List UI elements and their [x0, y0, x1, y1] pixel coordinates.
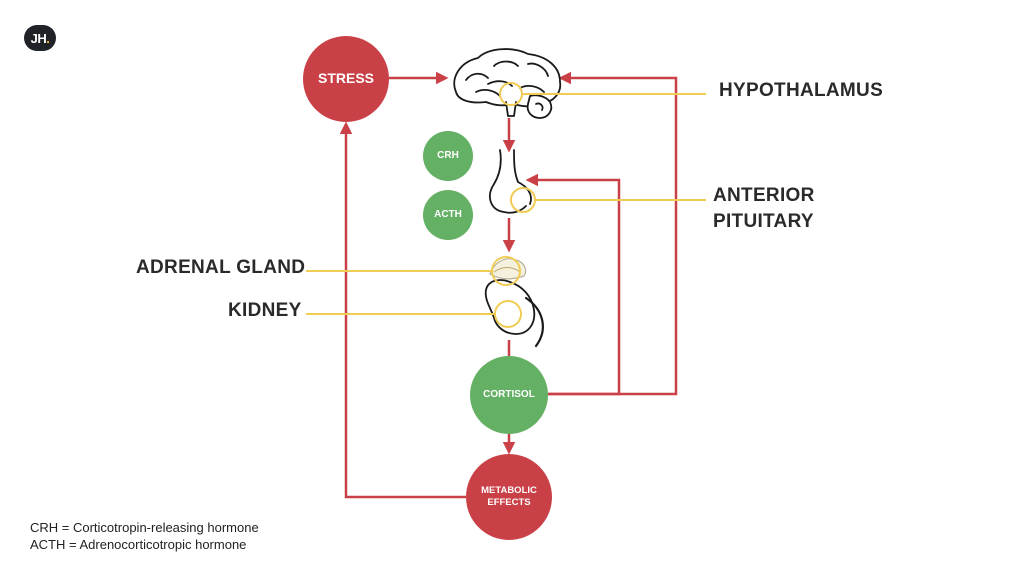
brain-icon [453, 48, 562, 119]
cortisol-label: CORTISOL [483, 388, 535, 400]
anterior-pituitary-text: ANTERIOR PITUITARY [713, 185, 815, 232]
legend-crh: CRH = Corticotropin-releasing hormone [30, 520, 259, 535]
adrenal-gland-icon [489, 258, 527, 280]
crh-label: CRH [437, 149, 459, 161]
feedback-metabolic-to-stress [339, 121, 466, 499]
pituitary-icon [489, 149, 532, 214]
stress-label: STRESS [317, 70, 374, 87]
jh-logo: JH. [24, 25, 56, 51]
metabolic-label-line2: EFFECTS [487, 497, 531, 508]
kidney-text: KIDNEY [228, 300, 302, 321]
acth-label: ACTH [434, 208, 462, 220]
metabolic-effects-node: METABOLIC EFFECTS [466, 454, 552, 540]
adrenal-gland-text: ADRENAL GLAND [136, 257, 306, 278]
crh-node: CRH [423, 131, 473, 181]
cortisol-node: CORTISOL [470, 356, 548, 434]
acth-node: ACTH [423, 190, 473, 240]
feedback-cortisol-to-hypothalamus [548, 71, 678, 396]
feedback-cortisol-to-pituitary [525, 173, 621, 396]
metabolic-label-line1: METABOLIC [481, 485, 537, 497]
hypothalamus-text: HYPOTHALAMUS [719, 80, 884, 101]
stress-node: STRESS [303, 36, 389, 122]
legend: CRH = Corticotropin-releasing hormone AC… [30, 519, 259, 553]
legend-acth: ACTH = Adrenocorticotropic hormone [30, 537, 247, 552]
